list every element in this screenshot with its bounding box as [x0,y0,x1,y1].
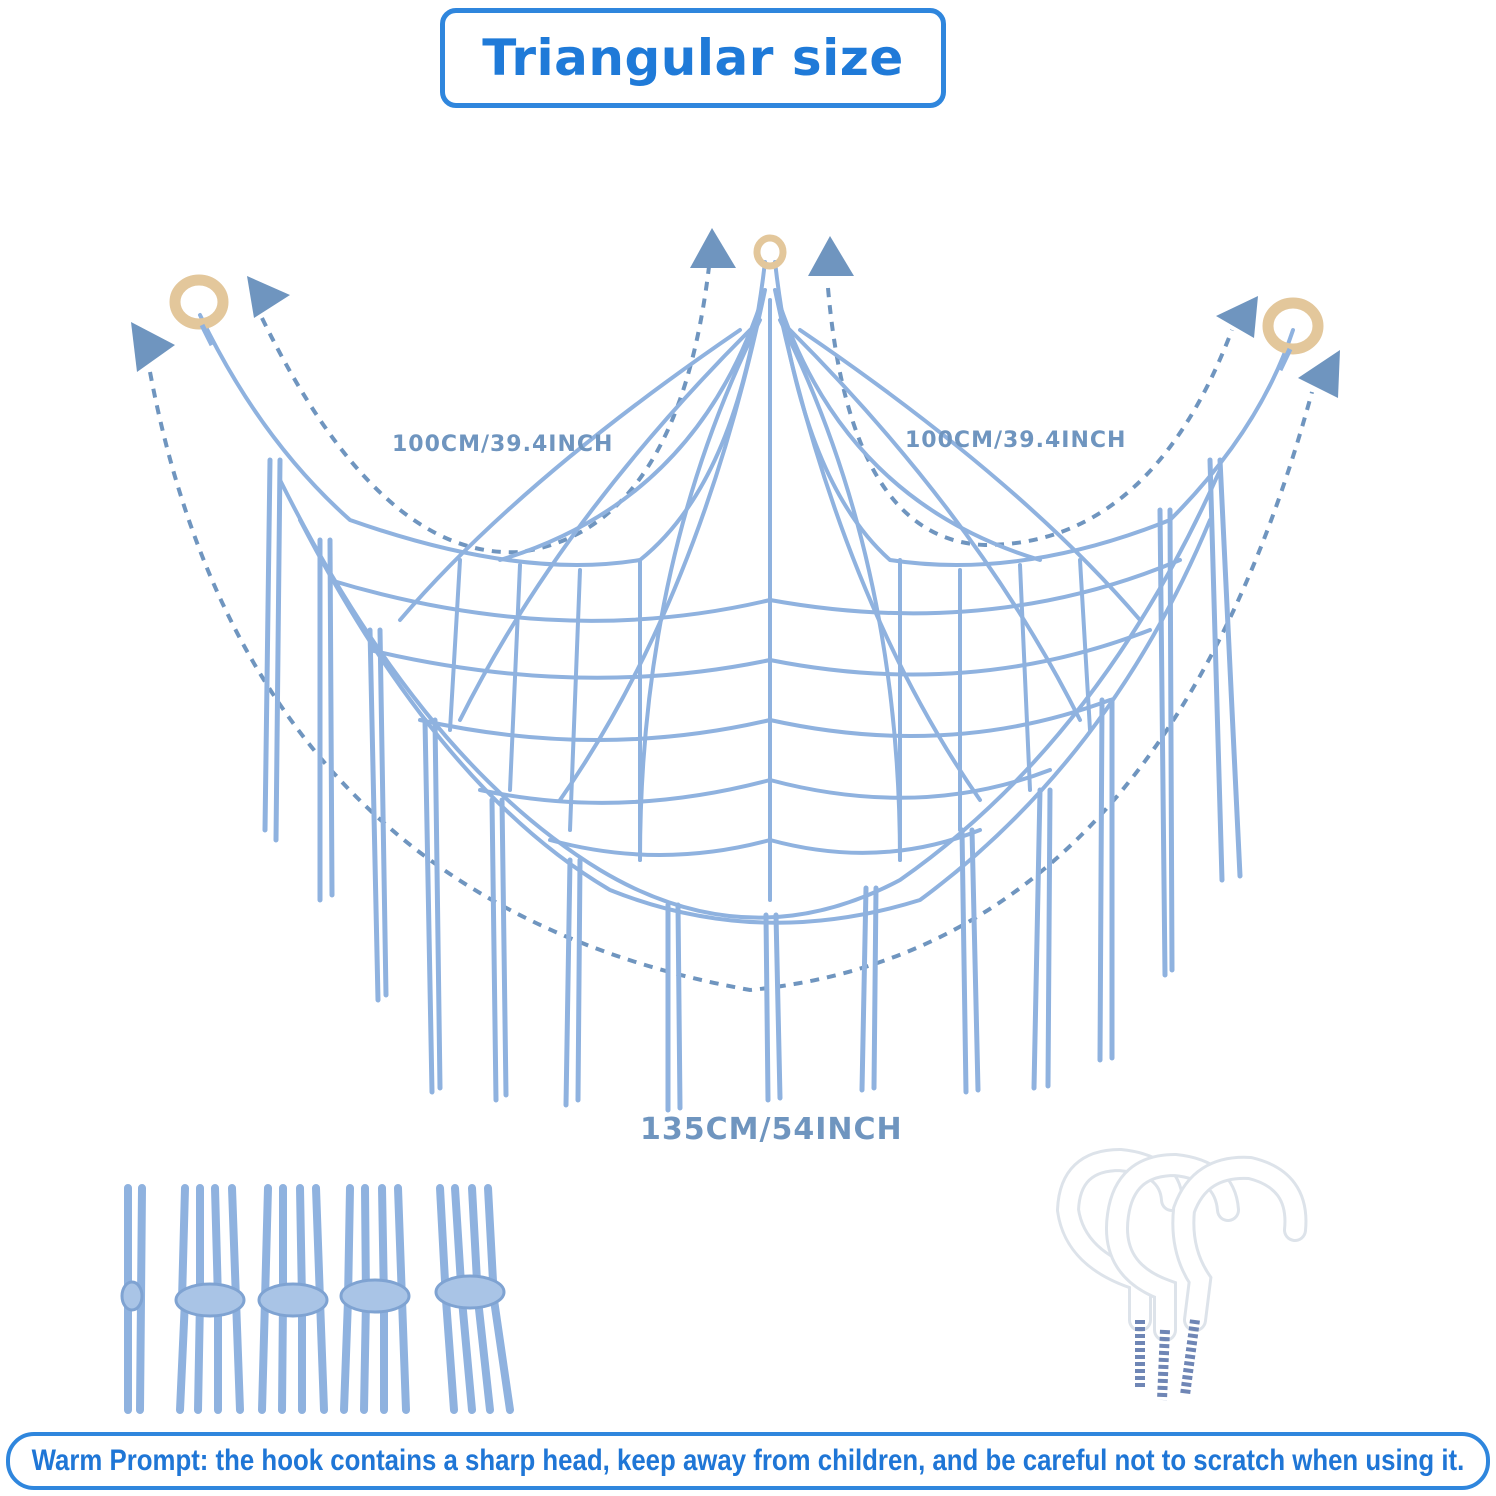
title-box: Triangular size [440,8,946,108]
wooden-ring-icon [1262,297,1324,372]
arrow-head-icon [690,228,736,268]
dimension-label-right-side: 100CM/39.4INCH [905,428,1127,453]
dimension-line-bottom [148,371,1314,993]
net-mesh [198,260,1295,925]
arrow-head-icon [1216,296,1258,338]
dimension-label-bottom: 135CM/54INCH [640,1112,903,1147]
arrow-head-icon [808,236,854,276]
tassels [262,457,1243,1113]
cord-detail-closeup [120,1184,536,1414]
warning-text: Warm Prompt: the hook contains a sharp h… [31,1444,1465,1477]
dimension-line-left-side [260,257,712,555]
arrow-head-icon [1298,350,1340,398]
arrow-head-icon [131,322,175,372]
arrow-heads [131,228,1340,398]
hanging-rings [169,234,1324,372]
dimension-label-left-side: 100CM/39.4INCH [392,432,614,457]
wooden-ring-icon [169,274,229,347]
warning-banner: Warm Prompt: the hook contains a sharp h… [6,1432,1490,1490]
arrow-head-icon [247,276,290,318]
cup-hooks [1055,1147,1308,1401]
dimension-line-right-side [826,287,1234,548]
page-title: Triangular size [482,29,904,87]
wooden-ring-icon [753,234,787,270]
cup-hook-icon [1171,1155,1308,1396]
